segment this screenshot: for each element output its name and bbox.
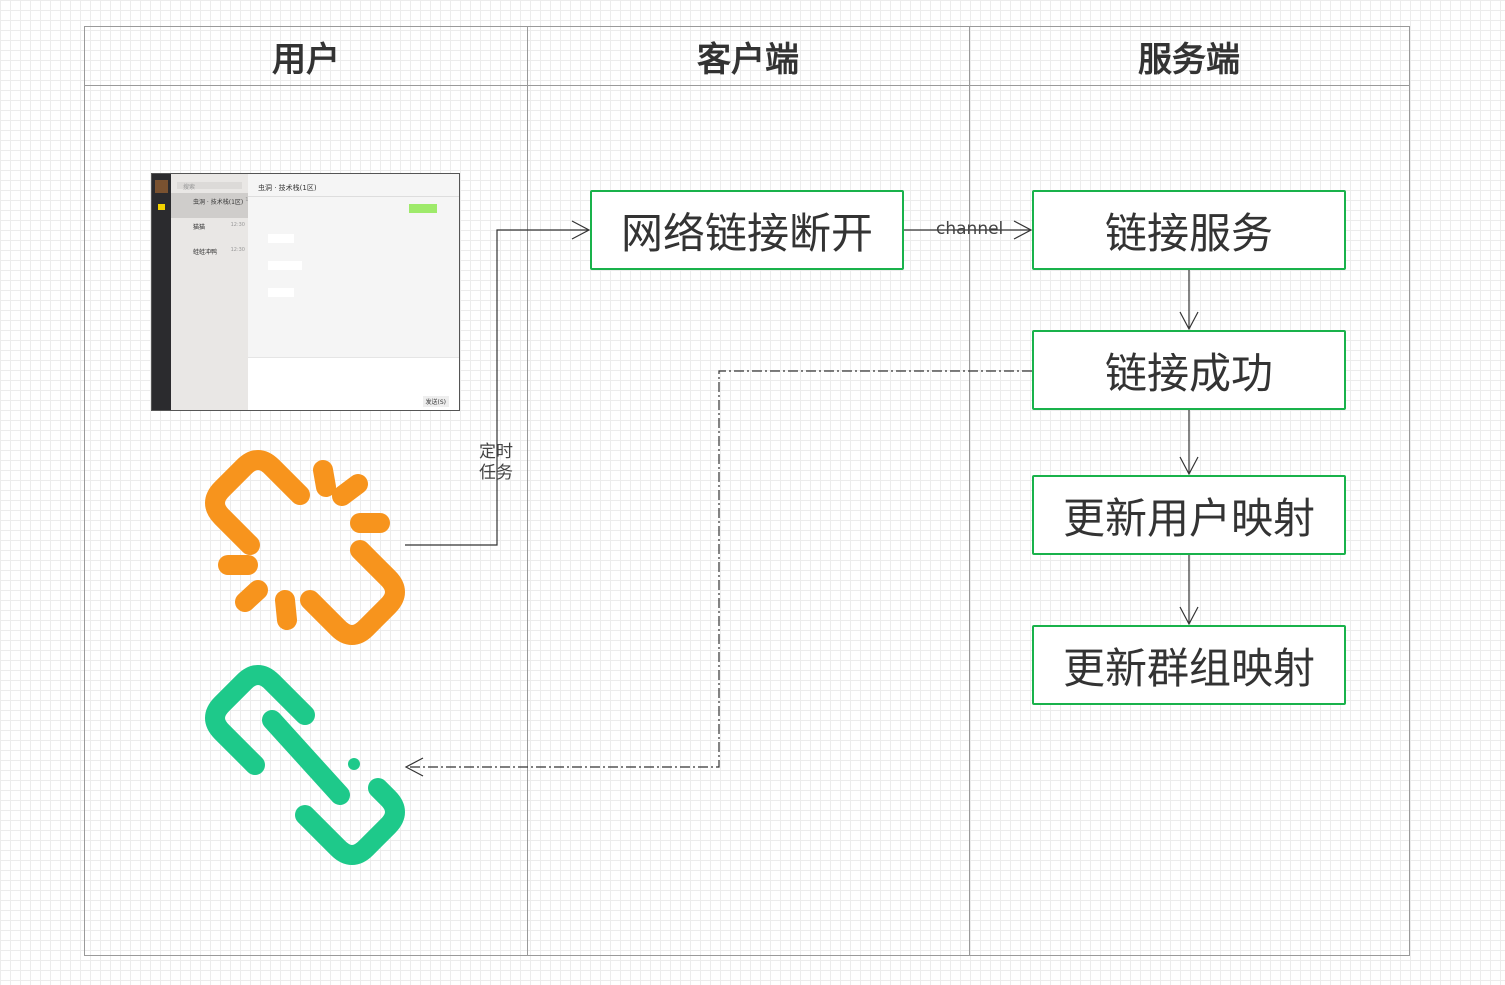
swimlanes: 用户 客户端 服务端 (84, 26, 1410, 956)
session-list: 搜索 虫洞 · 技术栈(1区) 12:30 猫猫 12:30 蛙蛙冲鸭 12:3… (171, 174, 248, 410)
session-name: 虫洞 · 技术栈(1区) (193, 199, 244, 206)
chat-icon (158, 204, 165, 210)
session-time: 12:30 (245, 197, 248, 203)
chat-pane: 虫洞 · 技术栈(1区) 发送(S) (248, 174, 459, 410)
session-time: 12:30 (230, 222, 245, 228)
link-icon (205, 665, 405, 865)
edge-label-channel: channel (936, 219, 1004, 239)
arrowhead (571, 220, 591, 240)
arrowhead (1013, 220, 1033, 240)
chat-sidebar (152, 174, 171, 410)
lane-header-user: 用户 (85, 27, 527, 86)
message-bubble (409, 204, 437, 213)
lane-divider (969, 27, 970, 955)
session-name: 蛙蛙冲鸭 (193, 249, 218, 256)
session-item: 蛙蛙冲鸭 12:30 (171, 243, 248, 268)
send-button: 发送(S) (422, 396, 449, 407)
session-item: 猫猫 12:30 (171, 218, 248, 243)
lane-divider (527, 27, 528, 955)
edge-label-timer: 定时任务 (479, 442, 513, 484)
node-update-group-map[interactable]: 更新群组映射 (1032, 625, 1346, 705)
chat-title: 虫洞 · 技术栈(1区) (258, 184, 317, 192)
edge-to-user-map (1179, 410, 1199, 476)
message-bubble (268, 234, 294, 243)
session-time: 12:30 (230, 247, 245, 253)
message-bubble (268, 288, 294, 297)
search-input: 搜索 (177, 182, 242, 191)
node-update-user-map[interactable]: 更新用户映射 (1032, 475, 1346, 555)
chat-app-screenshot: 搜索 虫洞 · 技术栈(1区) 12:30 猫猫 12:30 蛙蛙冲鸭 12:3… (151, 173, 460, 411)
session-item: 虫洞 · 技术栈(1区) 12:30 (171, 193, 248, 218)
avatar (155, 180, 168, 193)
edge-label-timer-line: 任务 (479, 463, 513, 483)
session-name: 猫猫 (193, 224, 206, 231)
edge-to-group-map (1179, 555, 1199, 626)
edge-label-timer-line: 定时 (479, 442, 513, 462)
edge-to-success (1179, 270, 1199, 331)
lane-header-server: 服务端 (969, 27, 1409, 86)
edge-timer (405, 229, 588, 546)
lane-header-client: 客户端 (527, 27, 969, 86)
edge-reconnect (407, 370, 1032, 768)
node-disconnect[interactable]: 网络链接断开 (590, 190, 904, 270)
broken-link-icon (205, 450, 405, 645)
node-link-success[interactable]: 链接成功 (1032, 330, 1346, 410)
arrowhead (404, 757, 424, 777)
message-bubble (268, 261, 302, 270)
node-link-service[interactable]: 链接服务 (1032, 190, 1346, 270)
